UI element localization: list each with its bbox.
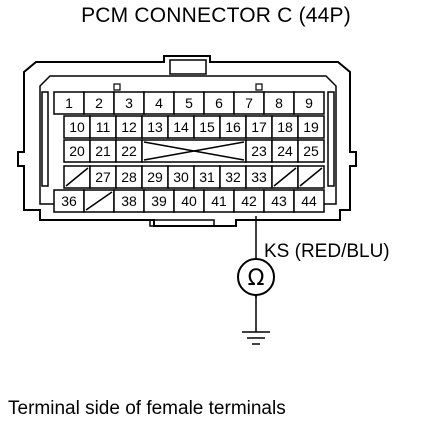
terminal-label-44: 44	[301, 193, 317, 209]
connector-housing	[17, 55, 357, 227]
terminal-label-30: 30	[173, 169, 189, 185]
terminal-label-22: 22	[121, 143, 137, 159]
terminal-label-3: 3	[125, 95, 133, 111]
ohm-symbol: Ω	[248, 266, 265, 291]
terminal-label-13: 13	[147, 119, 163, 135]
terminal-label-24: 24	[277, 143, 293, 159]
terminal-cavity	[293, 91, 325, 115]
terminal-label-27: 27	[95, 169, 111, 185]
ground-icon	[242, 331, 270, 345]
terminal-label-23: 23	[251, 143, 267, 159]
terminal-label-7: 7	[245, 95, 253, 111]
wire-label: KS (RED/BLU)	[264, 241, 390, 262]
connector-inner-frame	[39, 75, 337, 205]
connector-title: PCM CONNECTOR C (44P)	[81, 4, 351, 27]
caption: Terminal side of female terminals	[8, 398, 286, 419]
key-notch-right	[255, 83, 263, 91]
empty-cavity-mark	[273, 167, 297, 187]
terminal-label-20: 20	[69, 143, 85, 159]
terminal-label-4: 4	[155, 95, 163, 111]
connector-latch	[169, 59, 207, 75]
terminal-label-6: 6	[215, 95, 223, 111]
terminal-label-19: 19	[303, 119, 319, 135]
terminal-label-33: 33	[251, 169, 267, 185]
terminal-grid	[53, 91, 325, 213]
terminal-label-17: 17	[251, 119, 267, 135]
terminal-cavity	[297, 115, 325, 139]
terminal-label-1: 1	[65, 95, 73, 111]
terminal-label-43: 43	[271, 193, 287, 209]
terminal-label-39: 39	[151, 193, 167, 209]
key-notch-left	[113, 83, 121, 91]
terminal-label-5: 5	[185, 95, 193, 111]
blank-block-cross	[143, 141, 245, 161]
terminal-label-16: 16	[225, 119, 241, 135]
left-guide-bar	[41, 91, 49, 187]
terminal-label-14: 14	[173, 119, 189, 135]
terminal-label-10: 10	[69, 119, 85, 135]
terminal-label-28: 28	[121, 169, 137, 185]
terminal-label-41: 41	[211, 193, 227, 209]
bottom-tab	[149, 219, 215, 227]
terminal-label-8: 8	[275, 95, 283, 111]
terminal-label-2: 2	[95, 95, 103, 111]
right-guide-bar	[327, 91, 335, 187]
terminal-label-12: 12	[121, 119, 137, 135]
terminal-cavity	[297, 139, 325, 163]
empty-cavity-mark	[299, 167, 323, 187]
terminal-label-31: 31	[199, 169, 215, 185]
terminal-label-15: 15	[199, 119, 215, 135]
terminal-label-18: 18	[277, 119, 293, 135]
terminal-label-38: 38	[121, 193, 137, 209]
terminal-label-42: 42	[241, 193, 257, 209]
terminal-cavity	[293, 189, 325, 213]
terminal-label-11: 11	[96, 119, 111, 135]
terminal-label-40: 40	[181, 193, 197, 209]
terminal-label-29: 29	[147, 169, 163, 185]
empty-cavity-mark	[85, 191, 113, 211]
terminal-label-9: 9	[305, 95, 313, 111]
terminal-label-25: 25	[303, 143, 319, 159]
terminal-label-36: 36	[61, 193, 77, 209]
terminal-label-32: 32	[225, 169, 241, 185]
empty-cavity-mark	[65, 167, 89, 187]
terminal-label-21: 21	[95, 143, 111, 159]
